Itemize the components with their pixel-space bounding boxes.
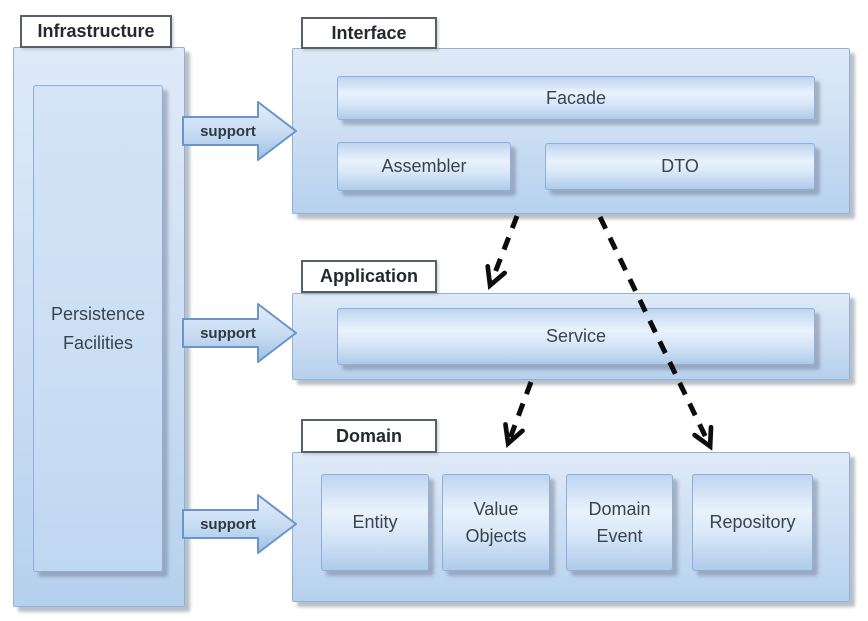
interface-layer-container: Facade Assembler DTO	[292, 48, 850, 214]
entity-box: Entity	[321, 474, 429, 571]
assembler-box: Assembler	[337, 142, 511, 191]
service-box: Service	[337, 308, 815, 365]
interface-label: Interface	[301, 17, 437, 49]
infrastructure-layer-container: Persistence Facilities	[13, 47, 185, 607]
domain-event-box: Domain Event	[566, 474, 673, 571]
facade-box: Facade	[337, 76, 815, 120]
dependency-arrow-application-to-domain	[503, 381, 534, 449]
support-label-interface: support	[200, 122, 256, 140]
repository-box: Repository	[692, 474, 813, 571]
infrastructure-label: Infrastructure	[20, 15, 172, 48]
domain-layer-container: Entity Value Objects Domain Event Reposi…	[292, 452, 850, 602]
value-objects-box: Value Objects	[442, 474, 550, 571]
persistence-facilities-box: Persistence Facilities	[33, 85, 163, 572]
dependency-arrow-interface-to-application	[485, 215, 520, 291]
support-label-domain: support	[200, 515, 256, 533]
application-label: Application	[301, 260, 437, 293]
dto-box: DTO	[545, 143, 815, 190]
support-label-application: support	[200, 324, 256, 342]
application-layer-container: Service	[292, 293, 850, 380]
domain-label: Domain	[301, 419, 437, 453]
